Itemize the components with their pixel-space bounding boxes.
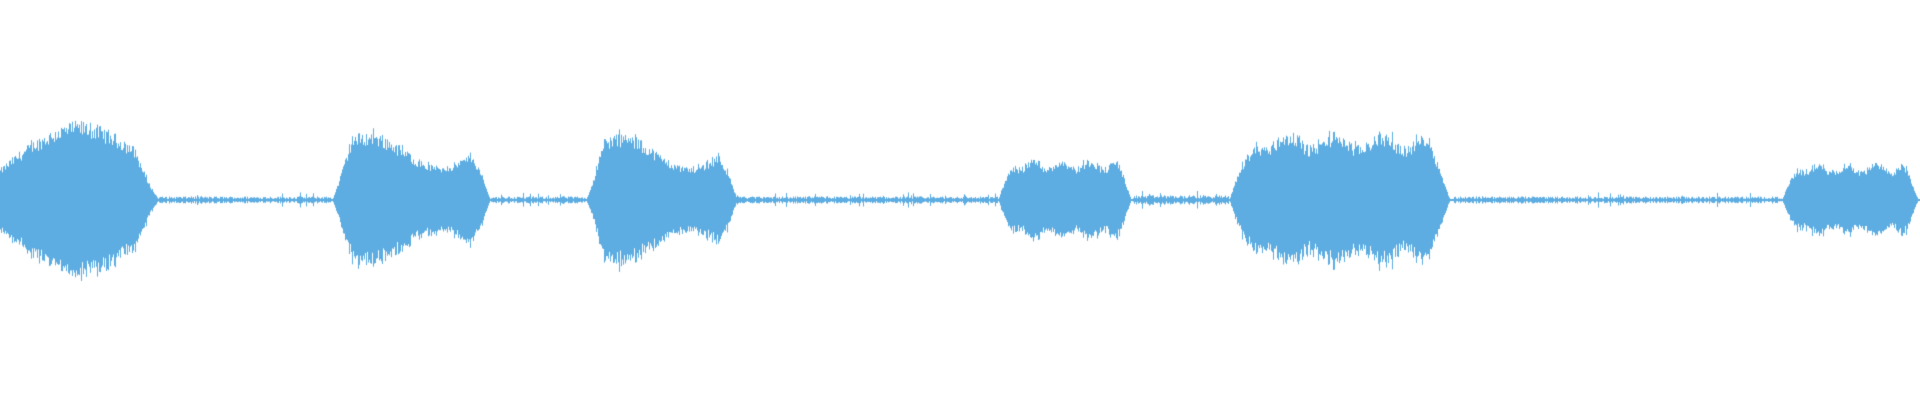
- audio-waveform[interactable]: [0, 0, 1920, 400]
